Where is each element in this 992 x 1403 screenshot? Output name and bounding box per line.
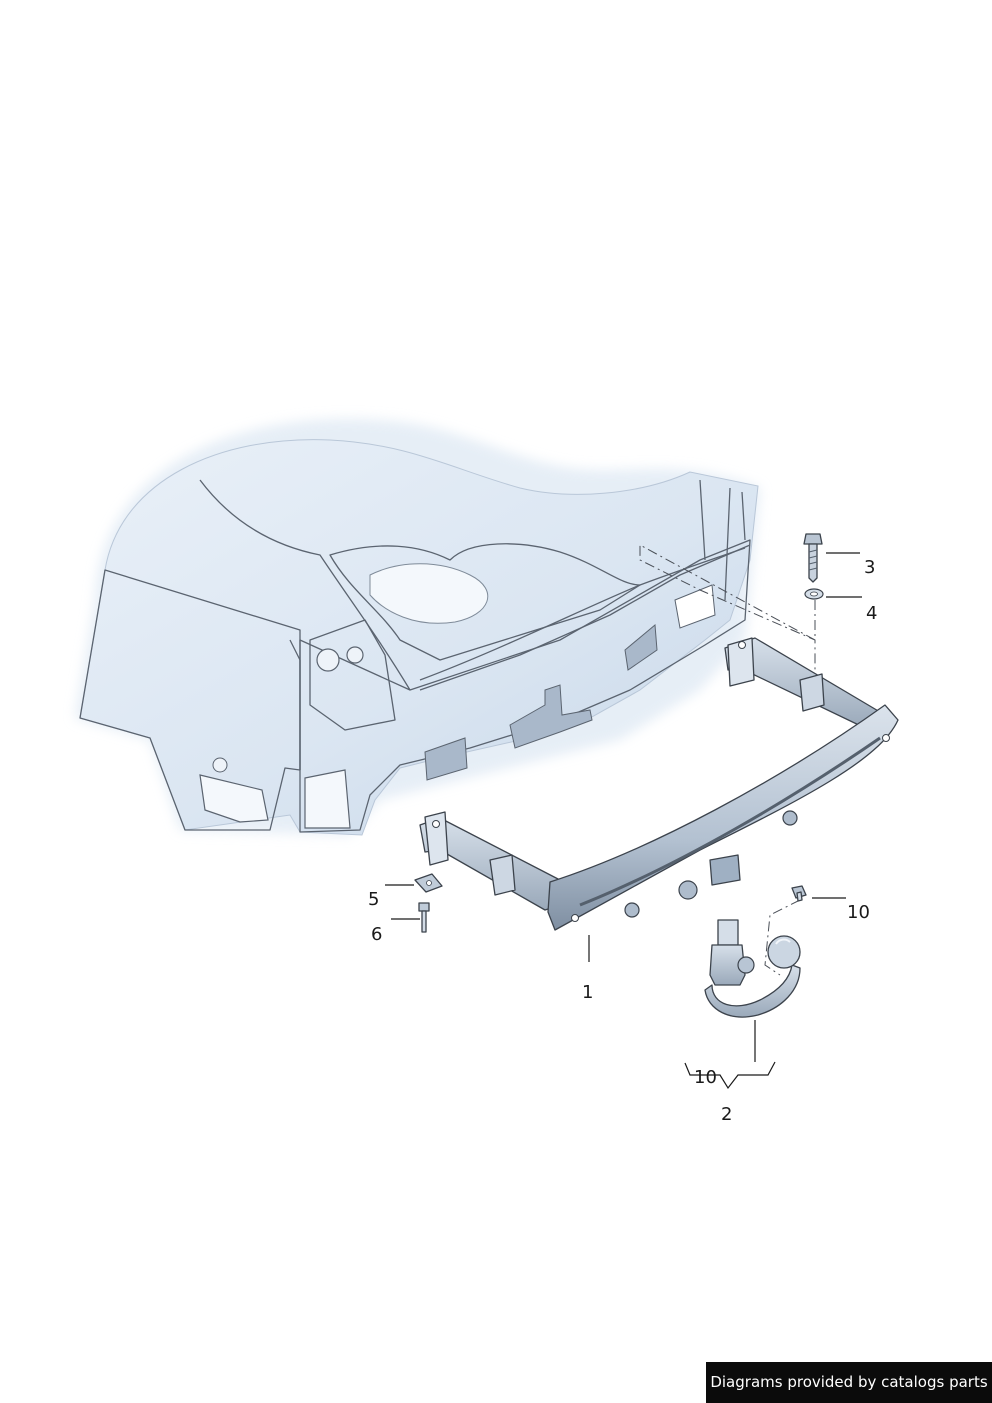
crossmember-beam-channel [579, 736, 881, 907]
callout-leaders [385, 552, 862, 1090]
body-left-pillar [289, 639, 301, 770]
spare-wheel-well [369, 563, 489, 624]
tow-ball [767, 935, 801, 969]
part-6-stud [418, 902, 430, 933]
crossmember-left-arm-plate [424, 811, 449, 866]
rear-panel-slot-mid [509, 684, 593, 749]
receiver-nut-left [678, 880, 698, 900]
part-10-screw [791, 885, 807, 902]
rear-panel-slot-right [624, 623, 658, 671]
left-arm-mount-hole [432, 820, 440, 828]
apron-hole [212, 757, 228, 773]
nut-plate-hole [426, 880, 432, 886]
part-2-ball-head [704, 919, 801, 1018]
boot-floor [329, 543, 641, 661]
crossmember-right-arm-plate [727, 637, 755, 687]
lower-apron-cutout [199, 774, 269, 823]
cavity-hole-large [316, 648, 340, 672]
part-3-bolt [803, 533, 823, 583]
callout-2: 2 [721, 1104, 732, 1125]
cavity-hole-small [346, 646, 364, 664]
body-right-pillar [699, 479, 746, 601]
body-crease-upper [199, 479, 411, 691]
tow-ball-highlight [775, 938, 791, 945]
rear-panel-slot-left [424, 737, 468, 781]
body-crease-sill [419, 544, 751, 691]
lower-apron-cutout-right [304, 769, 351, 829]
callout-6: 6 [371, 924, 382, 945]
ball-head-neck [709, 944, 746, 986]
part-5-nut-plate [414, 873, 443, 893]
callout-10-ball-head: 10 [694, 1067, 717, 1088]
callout-labels: 1 2 3 4 5 6 10 10 [368, 557, 877, 1125]
body-crease-rear-top [419, 547, 746, 681]
screw-shank [796, 891, 803, 902]
bolt-thread [808, 549, 818, 571]
callout-10-screw: 10 [847, 902, 870, 923]
right-arm-mount-hole [738, 641, 746, 649]
callout-5: 5 [368, 889, 379, 910]
receiver-nut-right [782, 810, 798, 826]
receiver-nut-mid [624, 902, 640, 918]
crossmember-receiver [709, 854, 741, 886]
assembly-line-bolt [639, 544, 816, 690]
beam-end-hole-right [882, 734, 890, 742]
stud-head [418, 902, 430, 912]
callout-1: 1 [582, 982, 593, 1003]
callout-4: 4 [866, 603, 877, 624]
crossmember-left-bracket [489, 854, 516, 896]
part-1-crossmember [419, 637, 899, 931]
washer-hole [810, 591, 818, 597]
body-outer-panel [79, 439, 759, 836]
ball-head-locking-pin [717, 919, 739, 946]
assembly-lines [639, 544, 816, 976]
rear-panel [299, 539, 751, 833]
ball-head-arm [704, 964, 801, 1018]
crossmember-beam [547, 704, 899, 931]
callout-3: 3 [864, 557, 875, 578]
stud-shank [421, 910, 427, 933]
ball-head-lock-knob [737, 956, 755, 974]
beam-end-hole-left [571, 914, 579, 922]
crossmember-right-bracket [799, 673, 825, 712]
watermark-banner: Diagrams provided by catalogs parts [706, 1362, 992, 1403]
bolt-head [803, 533, 823, 545]
part-4-washer [804, 588, 824, 600]
vehicle-rear-body [75, 418, 760, 836]
leader-2-bracket [684, 1061, 776, 1090]
